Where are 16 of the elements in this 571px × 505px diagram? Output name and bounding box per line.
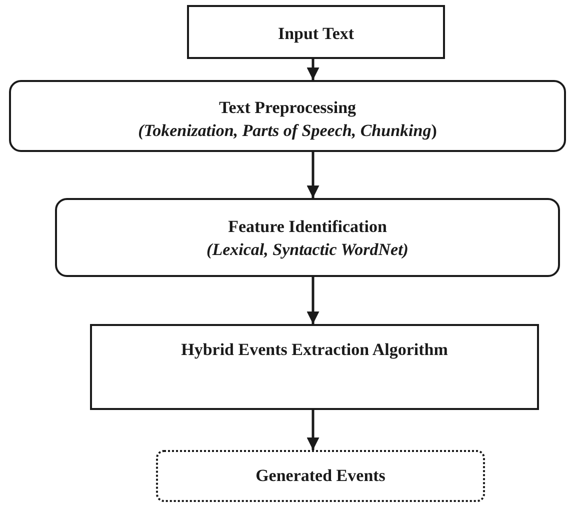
process-box: [9, 80, 566, 152]
process-box: [187, 5, 445, 59]
process-box: [55, 198, 560, 277]
step-details: (Lexical, Syntactic WordNet): [206, 239, 408, 261]
step-title: Generated Events: [256, 465, 386, 487]
arrow: [306, 410, 320, 450]
step-details: (Tokenization, Parts of Speech, Chunking): [138, 120, 437, 142]
arrow: [306, 152, 320, 198]
step-title: Input Text: [278, 23, 354, 45]
process-box: [90, 324, 539, 410]
step-title: Text Preprocessing: [218, 97, 356, 119]
arrow: [306, 277, 320, 324]
arrow: [306, 59, 320, 80]
step-title: Feature Identification: [228, 216, 387, 238]
step-title: Hybrid Events Extraction Algorithm: [181, 339, 448, 361]
process-box: [156, 450, 485, 502]
